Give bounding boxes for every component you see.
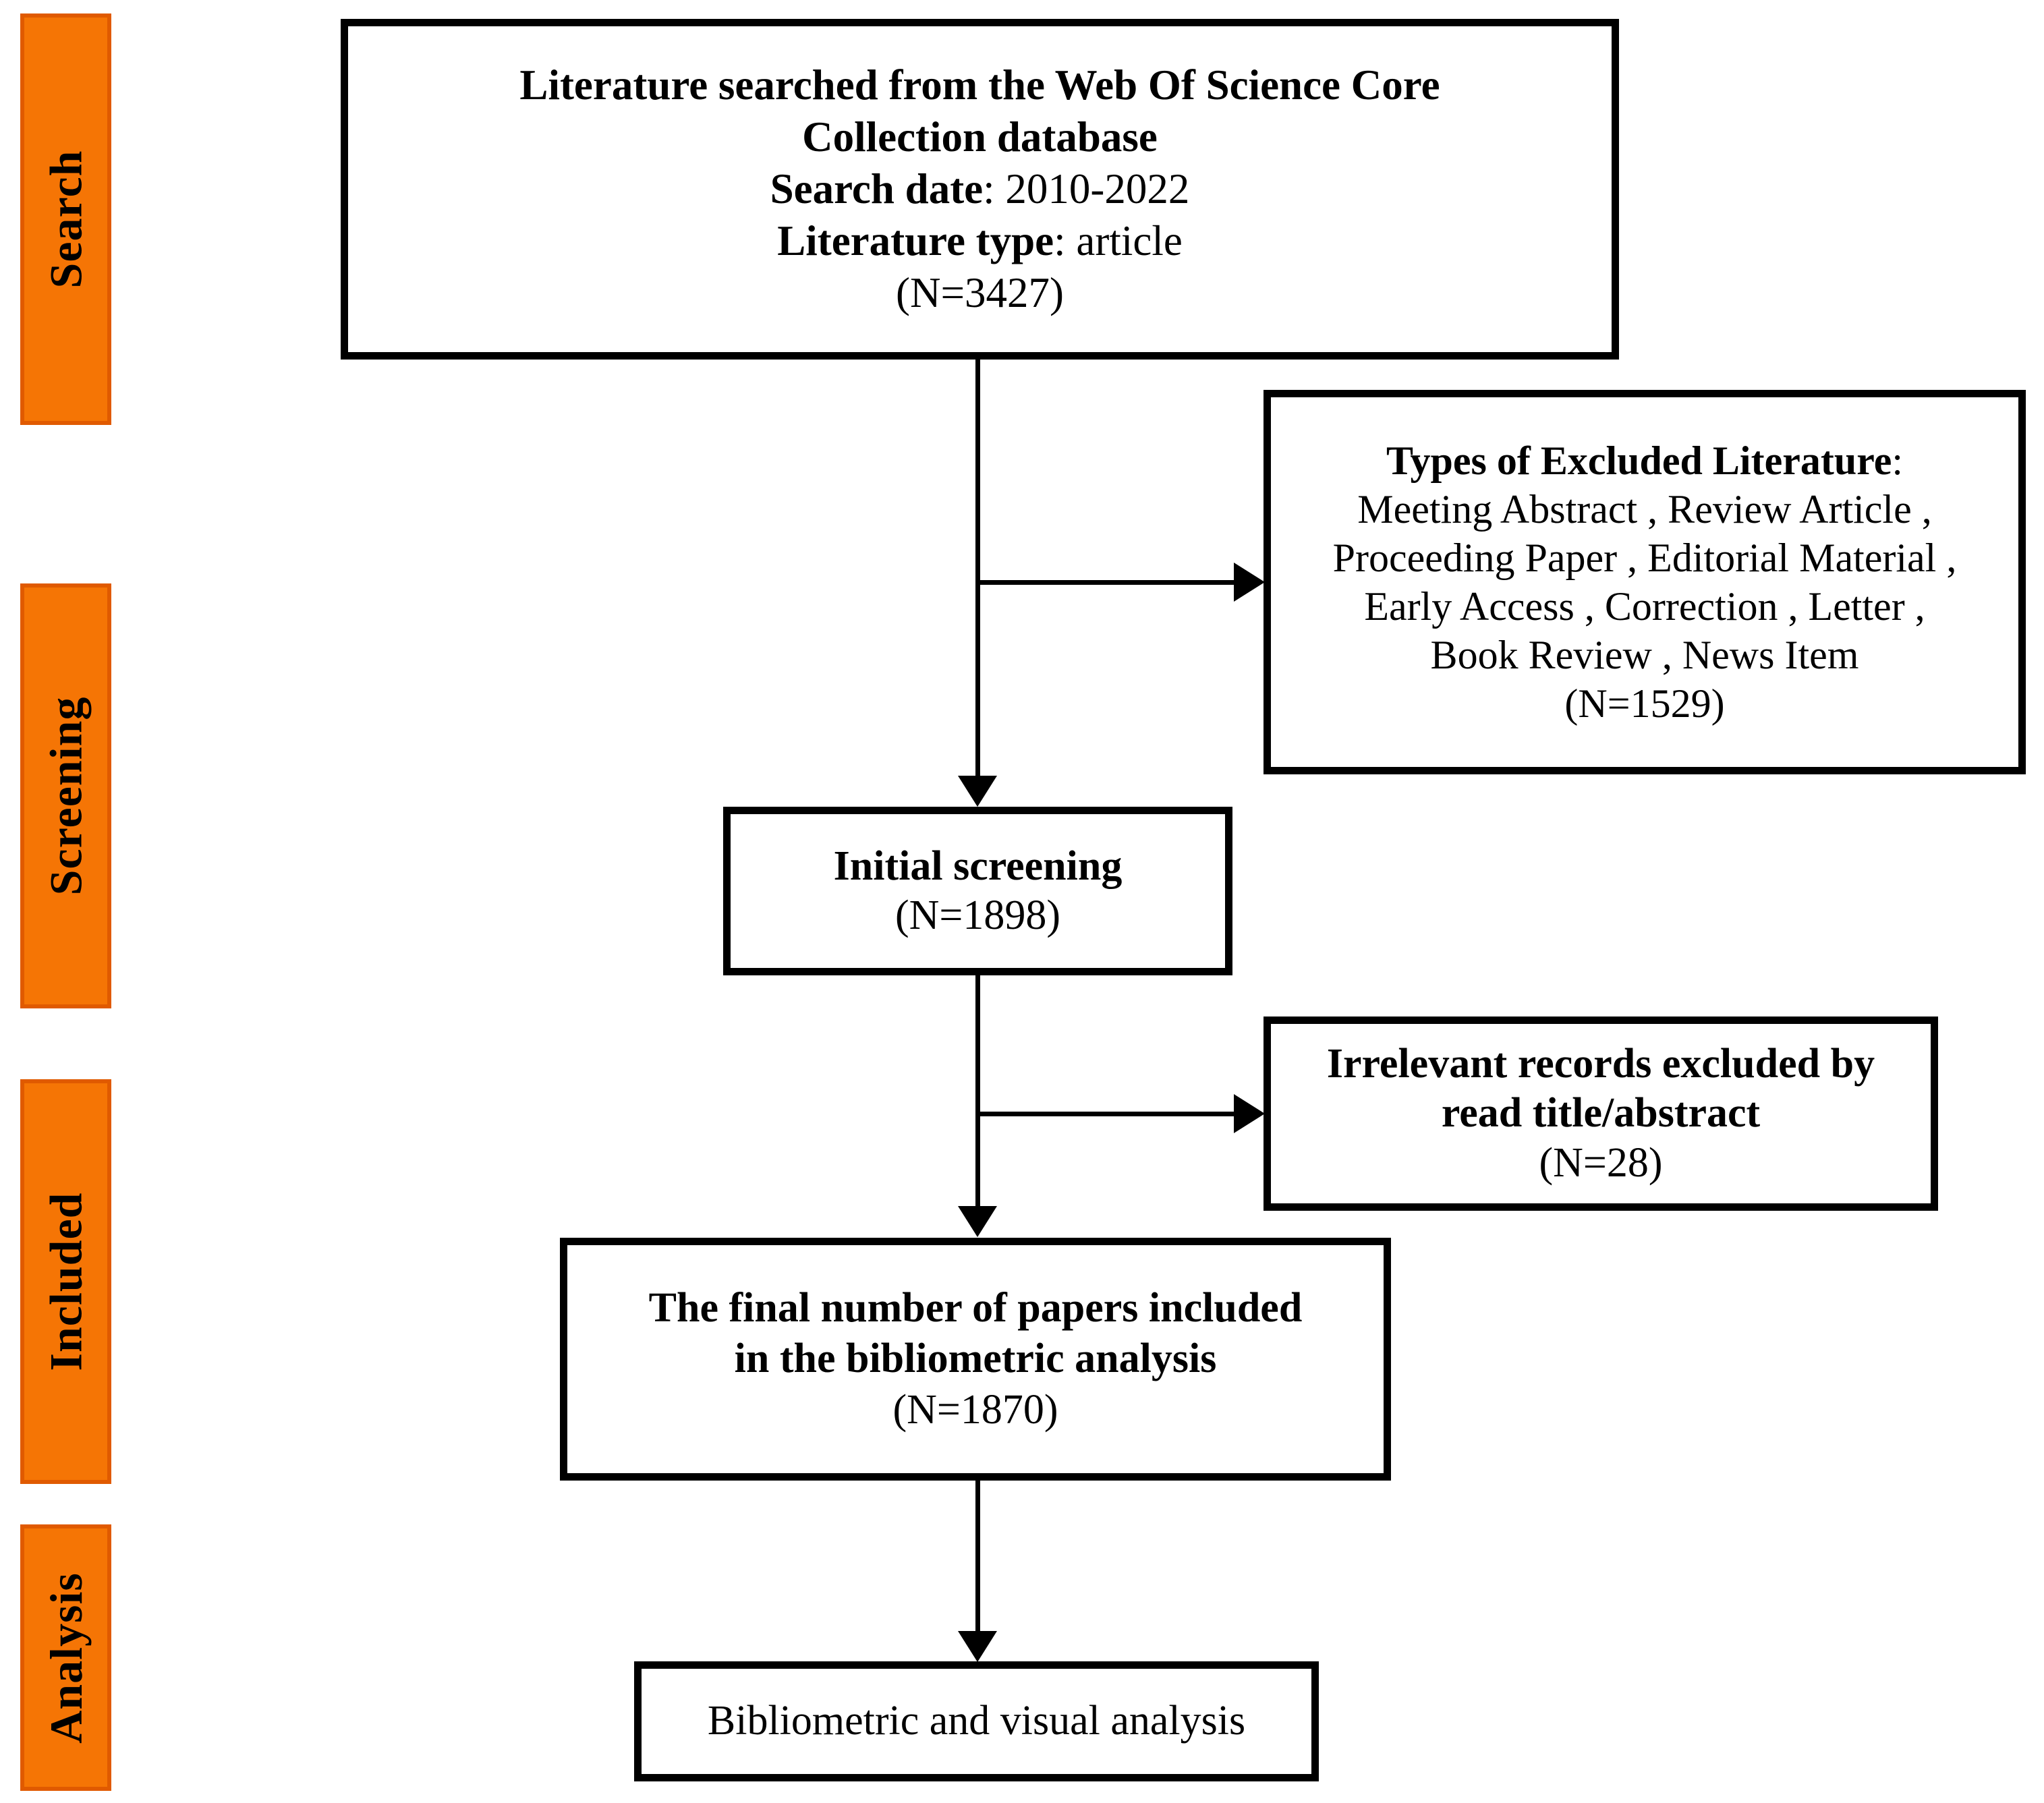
main-search-count: (N=3427)	[896, 268, 1064, 316]
box-initial-screening: Initial screening (N=1898)	[723, 807, 1232, 975]
connector-final-to-analysis-vline	[975, 1481, 980, 1634]
initial-screening-count: (N=1898)	[895, 892, 1061, 938]
connector-final-to-analysis-arrowhead	[958, 1631, 997, 1662]
connector-main-to-excluded-arrowhead	[1234, 563, 1265, 602]
connector-screening-to-irrelevant-arrowhead	[1234, 1094, 1265, 1133]
excluded-types-item-line-1: Meeting Abstract , Review Article ,	[1357, 487, 1932, 532]
stage-label-search: Search	[20, 13, 111, 425]
connector-screening-to-final-arrowhead	[958, 1206, 997, 1237]
connector-main-to-screening-vline	[975, 360, 980, 778]
final-included-line-1: The final number of papers included	[648, 1284, 1303, 1331]
stage-label-screening-text: Screening	[40, 696, 92, 896]
irrelevant-excluded-line-2: read title/abstract	[1441, 1090, 1761, 1137]
stage-label-included-text: Included	[40, 1192, 92, 1371]
box-bibliometric-analysis: Bibliometric and visual analysis	[634, 1661, 1319, 1781]
irrelevant-excluded-line-1: Irrelevant records excluded by	[1326, 1041, 1875, 1087]
excluded-types-item-line-2: Proceeding Paper , Editorial Material ,	[1332, 536, 1957, 580]
main-search-type-value: : article	[1054, 217, 1183, 264]
excluded-types-item-line-4: Book Review , News Item	[1430, 633, 1859, 677]
final-included-line-2: in the bibliometric analysis	[734, 1336, 1217, 1382]
irrelevant-excluded-count: (N=28)	[1539, 1139, 1663, 1186]
excluded-types-count: (N=1529)	[1564, 681, 1725, 726]
main-search-date-label: Search date	[770, 165, 984, 213]
excluded-types-heading: Types of Excluded Literature:	[1283, 436, 2006, 485]
stage-label-search-text: Search	[40, 150, 92, 289]
main-search-line-2: Collection database	[802, 113, 1158, 161]
box-excluded-types: Types of Excluded Literature: Meeting Ab…	[1264, 390, 2026, 774]
connector-screening-to-irrelevant-hline	[977, 1112, 1235, 1116]
stage-label-included: Included	[20, 1079, 111, 1484]
initial-screening-title: Initial screening	[833, 842, 1123, 889]
connector-main-to-screening-arrowhead	[958, 776, 997, 807]
main-search-date-value: : 2010-2022	[983, 165, 1190, 213]
excluded-types-heading-label: Types of Excluded Literature	[1386, 438, 1892, 483]
main-search-line-1: Literature searched from the Web Of Scie…	[519, 61, 1440, 109]
box-final-included: The final number of papers included in t…	[560, 1238, 1391, 1481]
final-included-count: (N=1870)	[892, 1386, 1058, 1433]
box-main-search: Literature searched from the Web Of Scie…	[341, 19, 1619, 360]
connector-screening-to-final-vline	[975, 975, 980, 1208]
main-search-type-label: Literature type	[777, 217, 1054, 264]
bibliometric-analysis-title: Bibliometric and visual analysis	[707, 1698, 1246, 1744]
excluded-types-heading-colon: :	[1892, 438, 1904, 483]
stage-label-analysis: Analysis	[20, 1524, 111, 1791]
connector-main-to-excluded-hline	[977, 580, 1235, 585]
stage-label-analysis-text: Analysis	[40, 1572, 92, 1744]
main-search-type-row: Literature type: article	[360, 215, 1599, 267]
main-search-date-row: Search date: 2010-2022	[360, 163, 1599, 215]
stage-label-screening: Screening	[20, 583, 111, 1008]
excluded-types-item-line-3: Early Access , Correction , Letter ,	[1364, 584, 1925, 629]
box-irrelevant-excluded: Irrelevant records excluded by read titl…	[1264, 1017, 1938, 1211]
